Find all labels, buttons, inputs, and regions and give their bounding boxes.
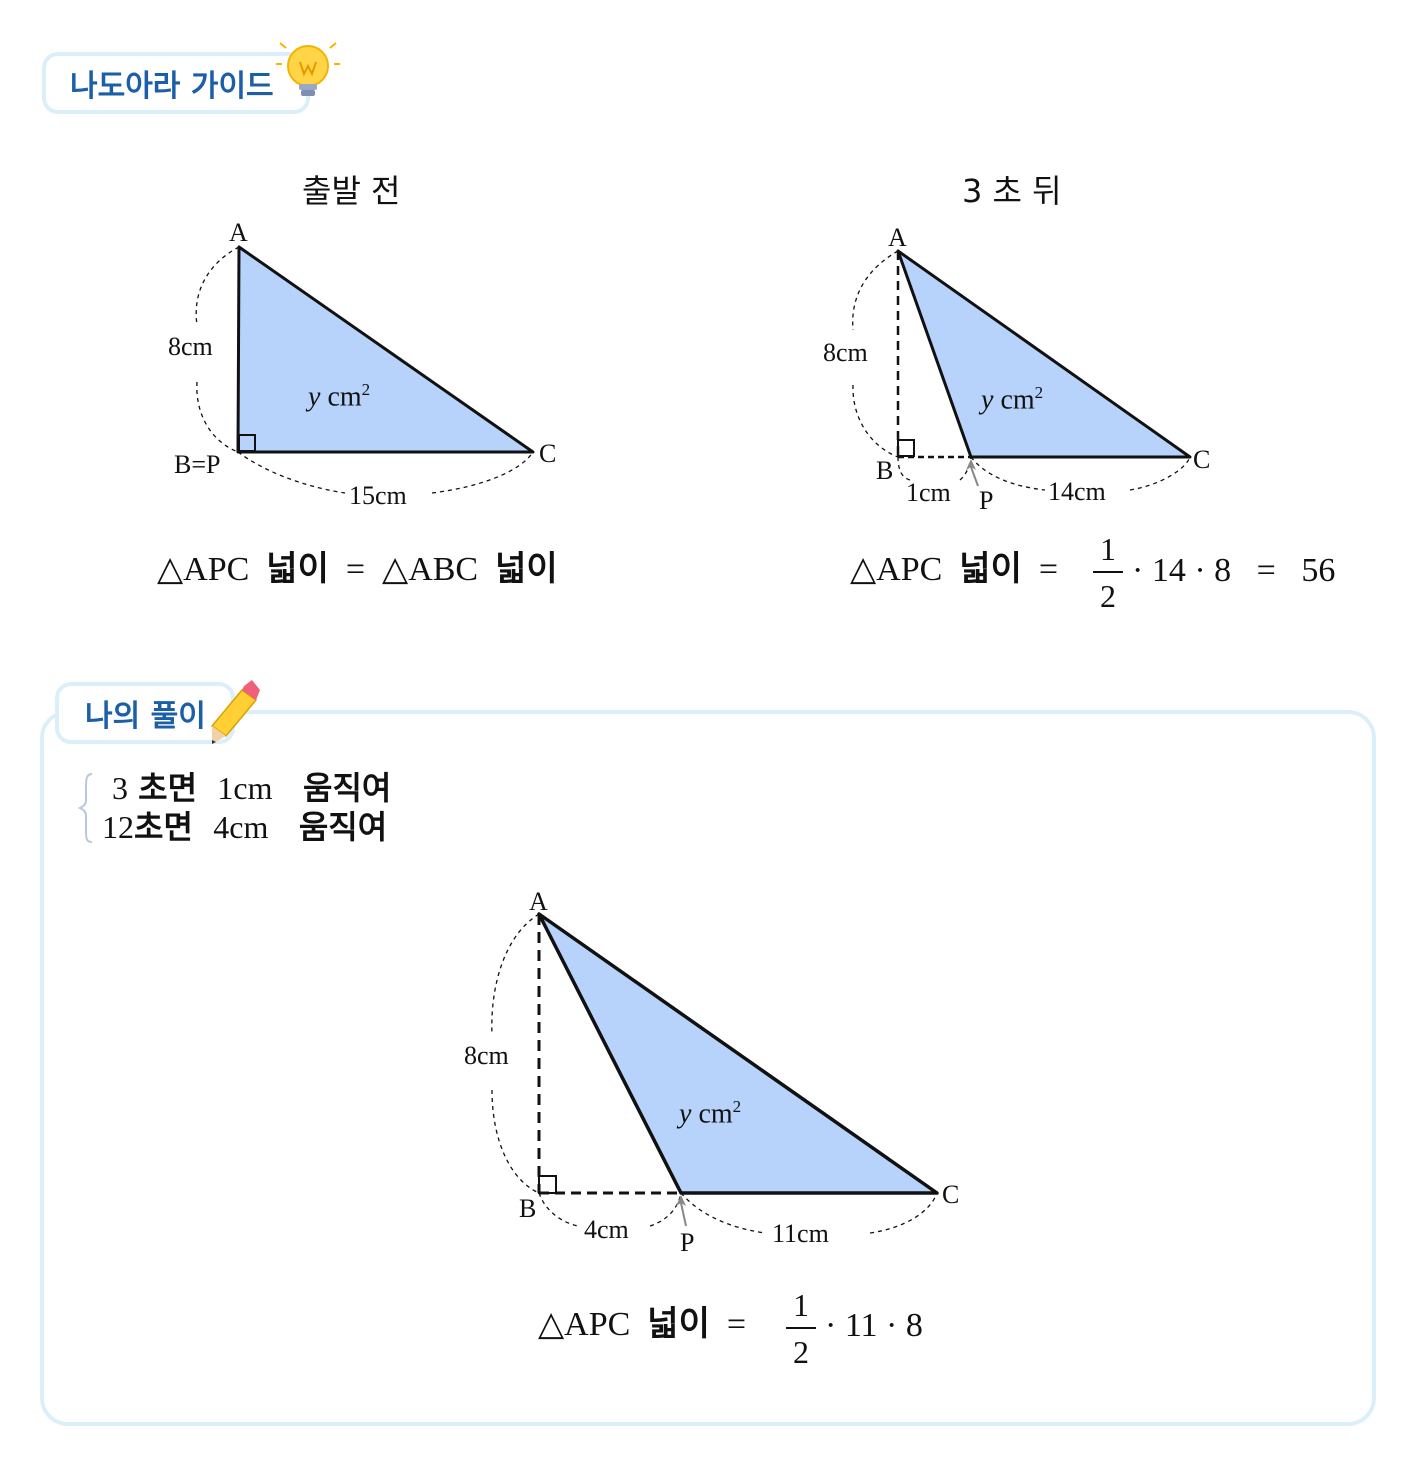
- label-b-3s: B: [876, 456, 894, 485]
- triangle-apc-12s: [537, 912, 939, 1195]
- label-height-3s: 8cm: [823, 338, 868, 367]
- label-c-before: C: [539, 439, 557, 468]
- diagram-after-3s: [852, 249, 1192, 491]
- eq-before-word2: 넓이: [495, 549, 558, 589]
- area-unit-12s: cm: [698, 1098, 733, 1130]
- caption-before: 출발 전: [302, 172, 401, 210]
- sol1-dist: 1cm: [217, 770, 273, 806]
- label-pc-3s: 14cm: [1048, 477, 1106, 506]
- height-arc-before: [195, 246, 240, 326]
- sol2-unit: 초면: [134, 808, 193, 846]
- label-a-3s: A: [888, 223, 907, 252]
- area-var-3s: y: [981, 384, 994, 416]
- eq-before-sign: =: [345, 551, 366, 588]
- right-angle-mark-3s: [897, 439, 915, 457]
- solution-line-1: 3 초면 1cm 움직여: [112, 772, 391, 804]
- label-area-12s: y cm2: [679, 1098, 741, 1128]
- sol2-verb: 움직여: [298, 808, 388, 846]
- diagram-before: [195, 245, 535, 494]
- guide-tab: 나도아라 가이드: [42, 52, 310, 114]
- pencil-icon: [210, 680, 260, 744]
- sol2-time: 12: [102, 809, 134, 845]
- label-a-before: A: [229, 218, 248, 247]
- p-pointer-3s: [966, 459, 976, 470]
- eq-12s-rest: · 11 · 8: [825, 1307, 923, 1344]
- eq-before-left: △APC: [157, 551, 250, 588]
- label-height-12s: 8cm: [464, 1041, 509, 1070]
- solution-panel: [40, 710, 1376, 1426]
- eq-3s-word: 넓이: [959, 549, 1022, 589]
- area-exp-before: 2: [361, 380, 371, 399]
- label-height-before: 8cm: [168, 332, 213, 361]
- right-angle-mark-12s: [538, 1175, 557, 1194]
- eq-3s-rest: · 14 · 8: [1132, 552, 1232, 589]
- eq-before-mid: △ABC: [382, 551, 479, 588]
- equation-12s-right: · 11 · 8: [825, 1309, 923, 1343]
- label-bp-12s: 4cm: [584, 1215, 629, 1244]
- eq-3s-sign: =: [1038, 551, 1059, 588]
- fraction-12s: 1 2: [786, 1289, 816, 1368]
- label-bp-3s: 1cm: [906, 478, 951, 507]
- label-bp-before: B=P: [174, 450, 221, 479]
- label-area-before: y cm2: [308, 381, 370, 411]
- fraction-3s-den: 2: [1100, 578, 1116, 614]
- caption-after-3s: 3 초 뒤: [962, 172, 1062, 210]
- area-var-before: y: [308, 381, 321, 413]
- label-a-12s: A: [529, 887, 548, 916]
- area-exp-3s: 2: [1034, 383, 1044, 402]
- sol2-dist: 4cm: [213, 809, 269, 845]
- area-unit-before: cm: [327, 381, 362, 413]
- area-var-12s: y: [679, 1098, 692, 1130]
- equation-3s-right: · 14 · 8 = 56: [1132, 554, 1335, 588]
- solution-tab: 나의 풀이: [55, 682, 235, 744]
- eq-3s-sign2: =: [1256, 552, 1276, 589]
- label-c-12s: C: [942, 1180, 960, 1209]
- label-p-12s: P: [680, 1228, 695, 1257]
- label-base-before: 15cm: [349, 481, 407, 510]
- label-pc-12s: 11cm: [772, 1219, 829, 1248]
- eq-before-word1: 넓이: [266, 549, 329, 589]
- area-unit-3s: cm: [1000, 384, 1035, 416]
- label-b-12s: B: [519, 1194, 537, 1223]
- diagram-after-12s: [491, 912, 939, 1234]
- guide-tab-title: 나도아라 가이드: [70, 69, 274, 104]
- fraction-12s-num: 1: [793, 1287, 809, 1323]
- triangle-apc-3s: [896, 249, 1192, 459]
- equation-before: △APC 넓이 = △ABC 넓이: [157, 552, 558, 587]
- right-angle-mark-before: [238, 434, 256, 452]
- p-pointer-12s: [676, 1195, 686, 1206]
- fraction-3s-num: 1: [1100, 531, 1116, 567]
- fraction-12s-den: 2: [793, 1334, 809, 1370]
- base-arc-before: [237, 451, 346, 494]
- eq-3s-left: △APC: [850, 551, 943, 588]
- equation-3s-left: △APC 넓이 =: [850, 552, 1058, 587]
- sol1-time: 3: [112, 770, 128, 806]
- sol1-verb: 움직여: [303, 769, 392, 807]
- eq-12s-left: △APC: [538, 1306, 631, 1343]
- eq-12s-word: 넓이: [647, 1304, 710, 1344]
- eq-12s-sign: =: [726, 1306, 747, 1343]
- solution-line-2: 12초면 4cm 움직여: [102, 811, 387, 843]
- area-exp-12s: 2: [732, 1097, 742, 1116]
- triangle-apc-before: [236, 245, 535, 454]
- equation-12s-left: △APC 넓이 =: [538, 1307, 746, 1342]
- label-c-3s: C: [1193, 445, 1211, 474]
- eq-3s-result: 56: [1301, 552, 1336, 589]
- sol1-unit: 초면: [138, 769, 198, 807]
- label-area-3s: y cm2: [981, 384, 1043, 414]
- label-p-3s: P: [979, 486, 994, 515]
- solution-tab-title: 나의 풀이: [85, 699, 206, 734]
- fraction-3s: 1 2: [1093, 533, 1123, 612]
- solution-brace: [77, 773, 93, 843]
